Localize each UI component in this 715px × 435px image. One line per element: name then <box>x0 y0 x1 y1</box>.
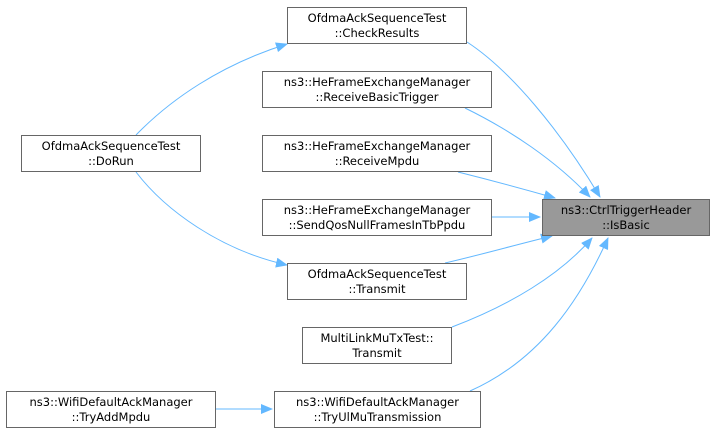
node-wifi-default-ack-manager-try-ul-mu-transmission[interactable]: ns3::WifiDefaultAckManager ::TryUlMuTran… <box>274 391 481 428</box>
node-ofdma-ack-sequence-test-transmit[interactable]: OfdmaAckSequenceTest ::Transmit <box>287 263 467 300</box>
node-label-line1: OfdmaAckSequenceTest <box>307 10 447 25</box>
node-label-line1: ns3::HeFrameExchangeManager <box>283 202 471 217</box>
edge-receivempdu-to-isbasic <box>457 171 556 200</box>
edge-tryul-to-isbasic <box>469 237 609 392</box>
edge-dorun-to-checkresults <box>135 42 288 136</box>
node-label-line2: Transmit <box>352 345 402 360</box>
node-label-line1: MultiLinkMuTxTest:: <box>320 330 434 345</box>
node-he-frame-exchange-manager-send-qos-null-frames[interactable]: ns3::HeFrameExchangeManager ::SendQosNul… <box>262 199 492 236</box>
node-label-line2: ::ReceiveMpdu <box>334 153 420 168</box>
edge-receivebasic-to-isbasic <box>464 107 591 198</box>
node-label-line1: ns3::WifiDefaultAckManager <box>296 394 459 409</box>
node-label-line2: ::DoRun <box>88 153 134 168</box>
node-label-line2: ::IsBasic <box>602 217 650 232</box>
node-label-line2: ::ReceiveBasicTrigger <box>315 89 439 104</box>
node-ofdma-ack-sequence-test-check-results[interactable]: OfdmaAckSequenceTest ::CheckResults <box>287 7 467 44</box>
node-label-line1: OfdmaAckSequenceTest <box>41 138 181 153</box>
node-label-line1: ns3::HeFrameExchangeManager <box>283 138 471 153</box>
node-multi-link-mu-tx-test-transmit[interactable]: MultiLinkMuTxTest:: Transmit <box>302 327 452 364</box>
node-label-line1: ns3::CtrlTriggerHeader <box>560 202 692 217</box>
edge-transmit-to-isbasic <box>444 233 553 264</box>
node-ofdma-ack-sequence-test-do-run[interactable]: OfdmaAckSequenceTest ::DoRun <box>21 135 201 172</box>
node-label-line2: ::SendQosNullFramesInTbPpdu <box>288 217 466 232</box>
edge-multilink-to-isbasic <box>451 237 593 328</box>
edge-checkresults-to-isbasic <box>466 41 601 198</box>
node-label-line2: ::TryAddMpdu <box>71 409 151 424</box>
node-wifi-default-ack-manager-try-add-mpdu[interactable]: ns3::WifiDefaultAckManager ::TryAddMpdu <box>6 391 216 428</box>
node-he-frame-exchange-manager-receive-basic-trigger[interactable]: ns3::HeFrameExchangeManager ::ReceiveBas… <box>262 71 492 108</box>
node-ctrl-trigger-header-is-basic: ns3::CtrlTriggerHeader ::IsBasic <box>542 199 710 236</box>
node-label-line1: OfdmaAckSequenceTest <box>307 266 447 281</box>
node-label-line2: ::TryUlMuTransmission <box>313 409 442 424</box>
node-label-line1: ns3::HeFrameExchangeManager <box>283 74 471 89</box>
edge-dorun-to-transmit <box>135 171 288 268</box>
node-label-line2: ::Transmit <box>348 281 406 296</box>
node-label-line2: ::CheckResults <box>334 25 420 40</box>
node-label-line1: ns3::WifiDefaultAckManager <box>29 394 193 409</box>
node-he-frame-exchange-manager-receive-mpdu[interactable]: ns3::HeFrameExchangeManager ::ReceiveMpd… <box>262 135 492 172</box>
